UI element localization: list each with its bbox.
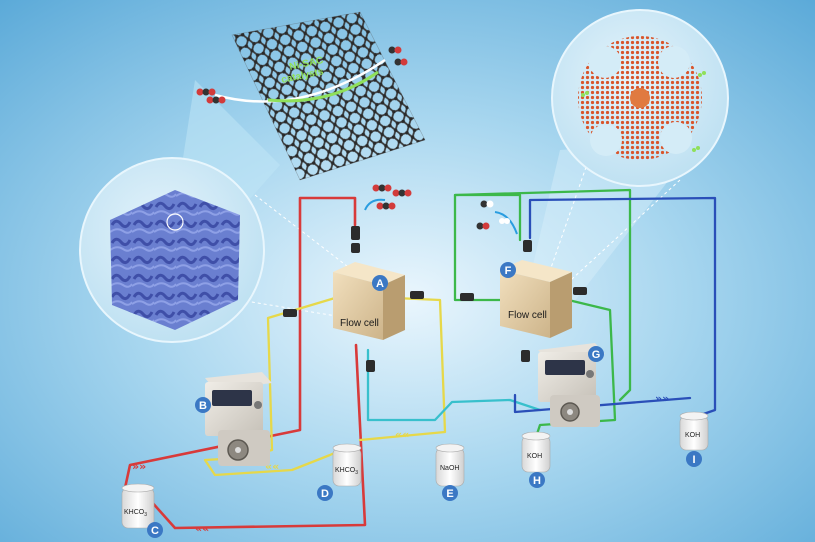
fittings xyxy=(283,226,587,372)
flow-cell-a: Flow cell xyxy=(333,262,405,340)
zoom-spot xyxy=(166,213,184,231)
pump-knob xyxy=(586,370,594,378)
co-molecule-icon xyxy=(388,46,408,66)
porous-foam xyxy=(110,190,240,330)
bottle-e-label: NaOH xyxy=(440,465,459,472)
flow-cell-f-label: Flow cell xyxy=(508,310,547,321)
pump-display xyxy=(212,390,252,406)
badge-e: E xyxy=(446,488,453,500)
bottle-c: KHCO3 xyxy=(121,483,155,529)
flow-chevron: »» xyxy=(132,460,146,473)
badge-a: A xyxy=(376,278,384,290)
badge-b: B xyxy=(199,400,207,412)
flow-cell-f: Flow cell xyxy=(500,260,572,338)
bottle-c-label: KHCO3 xyxy=(124,509,147,518)
badge-i: I xyxy=(692,454,695,466)
co2-molecule-icon xyxy=(372,184,412,210)
flow-chevron: «« xyxy=(195,522,209,535)
bottle-d-label: KHCO3 xyxy=(335,467,358,476)
red-line-return xyxy=(148,343,367,530)
badge-d: D xyxy=(321,488,329,500)
pump-g xyxy=(538,343,605,427)
badge-f: F xyxy=(505,265,512,277)
green-line-top xyxy=(453,188,632,402)
bottle-d: KHCO3 xyxy=(332,443,362,487)
bottle-i-label: KOH xyxy=(685,432,700,439)
reaction-arrow xyxy=(214,58,386,103)
o2-molecule-icon xyxy=(581,71,706,152)
tubing xyxy=(123,188,717,530)
bottle-i: KOH xyxy=(679,411,709,451)
pore-voids xyxy=(589,46,692,156)
co-molecule-icon xyxy=(476,200,510,230)
bottle-e: NaOH xyxy=(435,443,465,487)
flow-chevron: »» xyxy=(655,392,669,405)
reaction-arrow-glow xyxy=(267,70,379,103)
flow-cell-a-label: Flow cell xyxy=(340,318,379,329)
pump-knob xyxy=(254,401,262,409)
bottle-h-label: KOH xyxy=(527,453,542,460)
co2-molecule-icon xyxy=(196,88,216,96)
badges: A F B G C D E H I xyxy=(147,262,702,538)
graphene-sheet-outline xyxy=(231,11,426,181)
bottle-h: KOH xyxy=(521,431,551,473)
green-line-right xyxy=(533,296,617,442)
badge-h: H xyxy=(533,475,541,487)
blue-line-bottom xyxy=(513,393,692,414)
flow-chevron: «« xyxy=(395,428,409,441)
badge-c: C xyxy=(151,525,159,537)
blue-line xyxy=(528,196,717,420)
pump-display xyxy=(545,360,585,375)
badge-g: G xyxy=(592,349,601,361)
yellow-line xyxy=(203,296,347,477)
pump-b xyxy=(205,372,272,466)
red-line xyxy=(123,196,357,490)
co2-molecule-icon xyxy=(206,96,226,104)
gas-inlet-arrow xyxy=(364,198,386,211)
